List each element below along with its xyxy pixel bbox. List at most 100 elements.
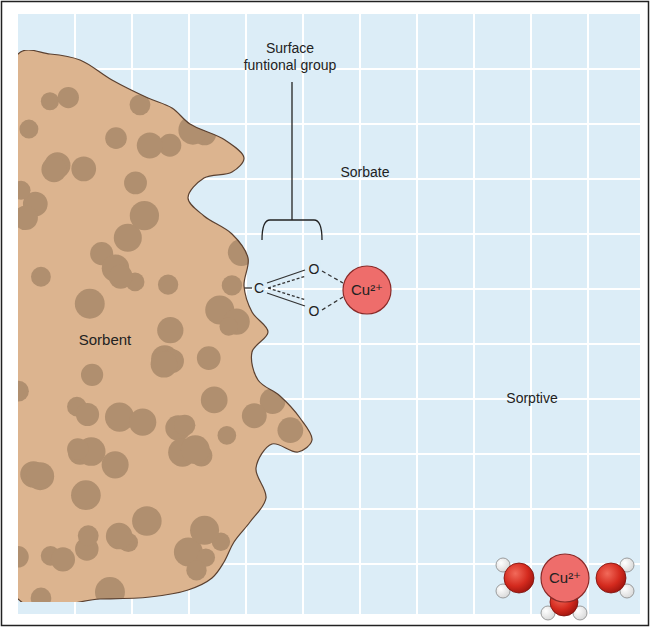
grid-line [587, 14, 589, 614]
grain [264, 509, 294, 539]
grid-line [530, 14, 532, 614]
grain [218, 426, 237, 445]
grain [269, 348, 291, 370]
grain [248, 176, 270, 198]
surface-bond [244, 287, 252, 288]
grain [174, 415, 195, 436]
grain [26, 462, 54, 490]
ion-circle [541, 554, 589, 602]
grain [137, 133, 163, 159]
grid-line [302, 14, 304, 614]
copper-ion: Cu²⁺ [342, 265, 392, 315]
grain [277, 417, 303, 443]
grain [228, 239, 255, 266]
grain [71, 156, 96, 181]
grain [102, 451, 129, 478]
coordination-bond [322, 297, 343, 310]
grain [151, 351, 178, 378]
grain [109, 265, 133, 289]
grain [132, 506, 162, 536]
grain [277, 465, 304, 492]
grain [81, 364, 103, 386]
grid-line [416, 14, 418, 614]
grain [275, 538, 301, 564]
grain [296, 241, 315, 260]
part-label: Sorbate [340, 164, 389, 181]
part-label: Sorptive [506, 390, 557, 407]
grain [58, 87, 79, 108]
co-bond-partial [268, 288, 306, 300]
grain [288, 460, 311, 483]
grain [222, 275, 242, 295]
co-bond-partial [268, 276, 306, 288]
grain [71, 480, 101, 510]
grain [51, 547, 75, 571]
co-bond [267, 293, 305, 306]
grain [31, 267, 51, 287]
grain [157, 317, 183, 343]
grain [275, 74, 297, 96]
grain [181, 435, 210, 464]
grain [18, 546, 29, 567]
grain [78, 525, 99, 546]
grain [287, 308, 307, 328]
coordination-bond [322, 271, 343, 283]
grain [75, 289, 105, 319]
sorbent-grains [18, 50, 318, 602]
grain [263, 102, 291, 130]
grain [130, 201, 159, 230]
grain [265, 526, 294, 555]
grain [275, 459, 296, 480]
grain [186, 560, 206, 580]
grain [129, 409, 156, 436]
grain [19, 120, 38, 139]
sorbent-shape [18, 50, 318, 602]
grid-line [359, 14, 361, 614]
ion-label: Cu²⁺ [351, 281, 383, 299]
grain [41, 92, 59, 110]
grain [124, 172, 147, 195]
water-molecule [496, 558, 534, 598]
grid-line [473, 14, 475, 614]
grain [41, 157, 66, 182]
grain [148, 50, 177, 71]
sorbent-body [18, 50, 312, 602]
grain [190, 516, 219, 545]
atom-symbol: O [308, 261, 321, 278]
grain [105, 127, 127, 149]
group-bracket [262, 220, 322, 240]
grain [106, 523, 133, 550]
ion-circle [343, 266, 391, 314]
part-label: Surface funtional group [241, 40, 339, 74]
co-bond [267, 270, 305, 283]
sorbent-outline [18, 50, 312, 602]
atom-symbol: O [308, 303, 321, 320]
copper-ion: Cu²⁺ [540, 553, 590, 603]
ion-label: Cu²⁺ [549, 569, 581, 587]
sorbent-particle: Sorbent [18, 50, 318, 602]
grain [18, 181, 31, 200]
grain [242, 403, 267, 428]
sorbent-label: Sorbent [79, 331, 132, 349]
grain [31, 588, 52, 602]
grain [158, 275, 178, 295]
grain [105, 403, 134, 432]
grain [18, 381, 29, 402]
grain [282, 258, 308, 284]
grain [300, 85, 318, 108]
grain [102, 50, 120, 66]
grain [197, 346, 221, 370]
grain [269, 143, 299, 173]
carboxyl-bonds [244, 270, 343, 310]
grain [67, 438, 88, 459]
grain [76, 403, 99, 426]
grain [244, 110, 268, 134]
water-molecule [596, 558, 634, 598]
grain [201, 387, 228, 414]
grain [264, 501, 294, 531]
grain [219, 317, 237, 335]
grain [18, 206, 38, 231]
atom-symbol: C [253, 280, 265, 297]
bracket-leader [291, 82, 292, 220]
